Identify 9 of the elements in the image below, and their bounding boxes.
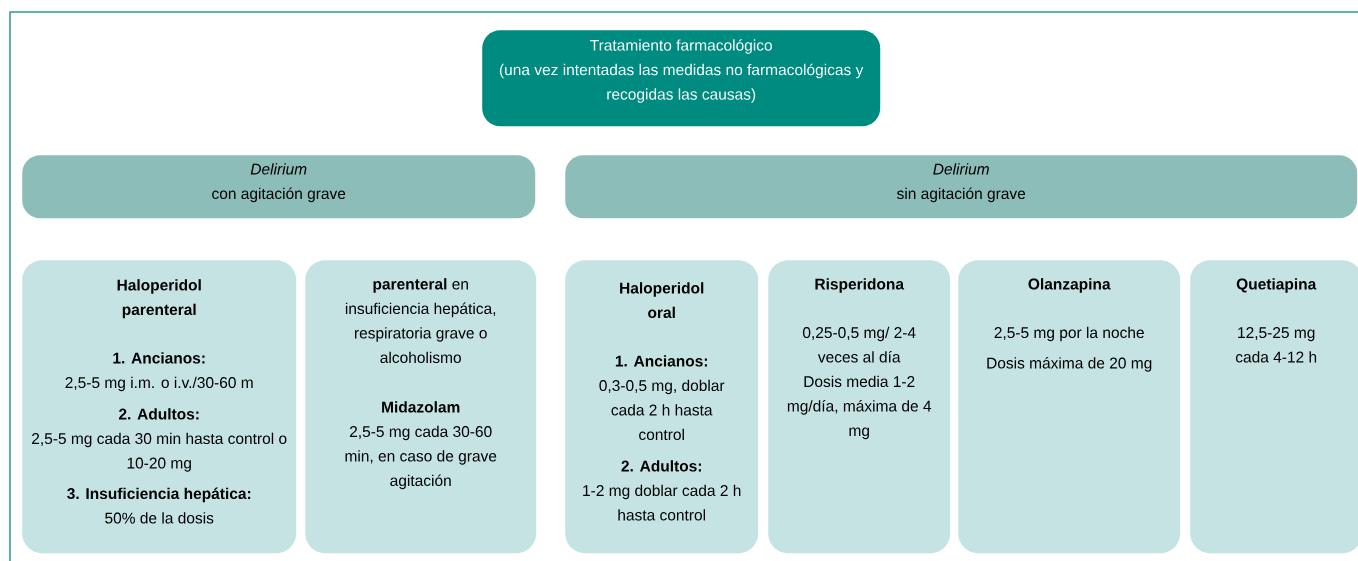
drug-card: Risperidona 0,25-0,5 mg/ 2-4 veces al día Dosis media 1-2 mg/día, máxima de 4 mg xyxy=(768,260,951,554)
category-band: Delirium sin agitación grave xyxy=(565,155,1358,219)
drug-card: parenteral en insuficiencia hepática, respiratoria grave o alcoholismo Midazolam 2,5-5 mg cada 30-60 min, en caso de grave agitación xyxy=(305,260,537,554)
drug-card: Olanzapina 2,5-5 mg por la noche Dosis máxima de 20 mg xyxy=(958,260,1181,554)
drug-card: Haloperidol oral 1. Ancianos: 0,3-0,5 mg, doblar cada 2 h hasta control 2. Adultos: 1-2 mg doblar cada 2 h hasta control xyxy=(565,260,759,554)
header-box: Tratamiento farmacológico (una vez intentadas las medidas no farmacológicas y recogidas las causas) xyxy=(482,30,881,127)
drug-card: Haloperidol parenteral 1. Ancianos: 2,5-5 mg i.m. o i.v./30-60 m 2. Adultos: 2,5-5 mg cada 30 min hasta control o 10-20 mg 3. Insuficiencia hepática: 50% de la dosis xyxy=(22,260,297,554)
category-band: Delirium con agitación grave xyxy=(22,155,536,219)
drug-card: Quetiapina 12,5-25 mg cada 4-12 h xyxy=(1190,260,1358,554)
